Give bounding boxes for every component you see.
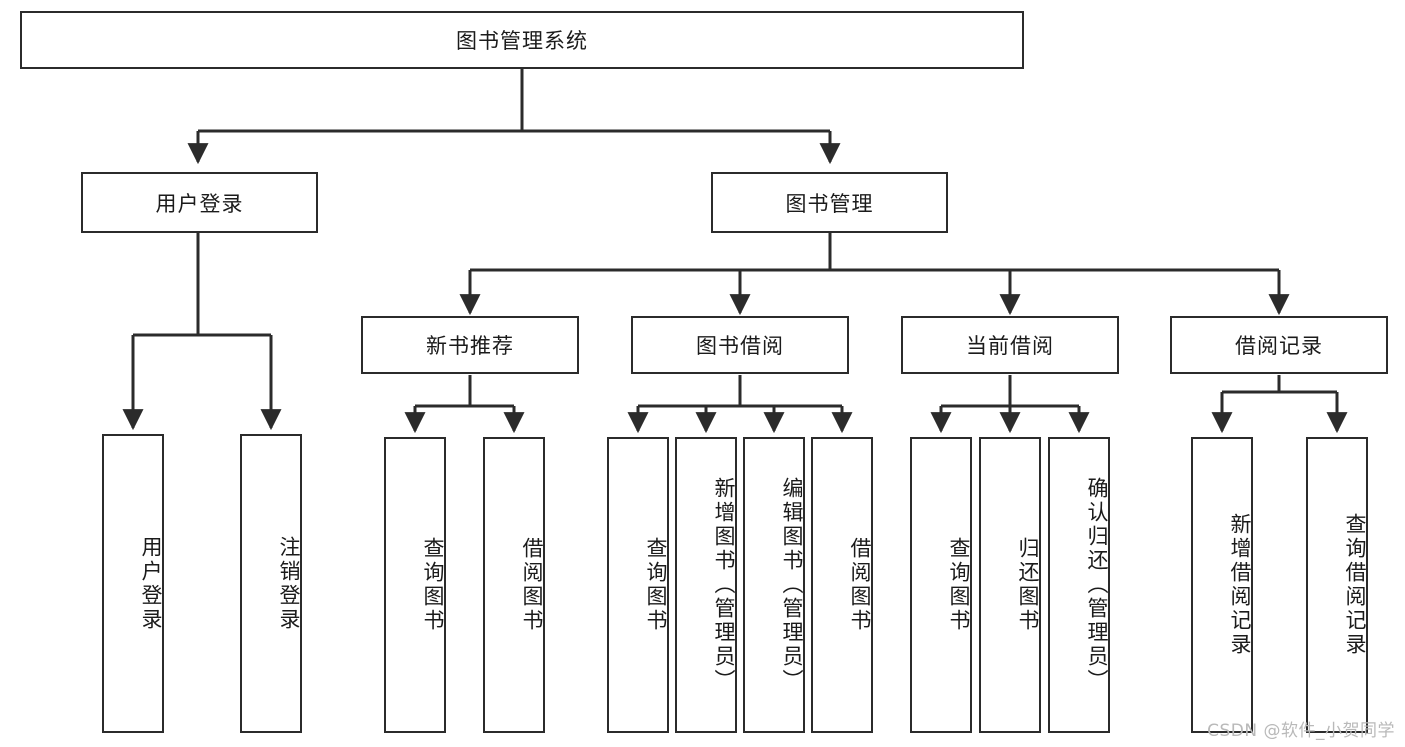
node-label: 新增借阅记录	[1228, 513, 1252, 657]
node-label: 图书借阅	[696, 334, 784, 358]
node-label: 查询图书	[421, 537, 445, 633]
node-leaf-add-borrow-record[interactable]: 新增借阅记录	[1191, 437, 1253, 733]
node-user-login[interactable]: 用户登录	[81, 172, 318, 233]
node-new-book-recommendation[interactable]: 新书推荐	[361, 316, 579, 374]
node-label: 编辑图书（管理员）	[780, 477, 804, 693]
node-label: 借阅图书	[520, 537, 544, 633]
node-leaf-edit-book[interactable]: 编辑图书（管理员）	[743, 437, 805, 733]
node-label: 用户登录	[139, 535, 163, 632]
node-label: 图书管理	[785, 191, 874, 216]
node-current-borrowing[interactable]: 当前借阅	[901, 316, 1119, 374]
node-leaf-confirm-return[interactable]: 确认归还（管理员）	[1048, 437, 1110, 733]
node-label: 图书管理系统	[456, 29, 588, 53]
node-label: 归还图书	[1016, 537, 1040, 633]
node-leaf-return-book[interactable]: 归还图书	[979, 437, 1041, 733]
node-label: 查询借阅记录	[1343, 513, 1367, 657]
node-label: 注销登录	[277, 535, 301, 632]
node-label: 查询图书	[947, 537, 971, 633]
node-borrowing-record[interactable]: 借阅记录	[1170, 316, 1388, 374]
node-label: 用户登录	[155, 191, 244, 216]
node-leaf-query-book-3[interactable]: 查询图书	[910, 437, 972, 733]
node-book-management-system[interactable]: 图书管理系统	[20, 11, 1024, 69]
node-label: 借阅记录	[1235, 334, 1323, 358]
node-leaf-borrow-book-1[interactable]: 借阅图书	[483, 437, 545, 733]
node-leaf-borrow-book-2[interactable]: 借阅图书	[811, 437, 873, 733]
node-leaf-logout[interactable]: 注销登录	[240, 434, 302, 733]
node-label: 查询图书	[644, 537, 668, 633]
node-label: 借阅图书	[848, 537, 872, 633]
node-label: 当前借阅	[966, 334, 1054, 358]
node-label: 确认归还（管理员）	[1085, 477, 1109, 693]
node-leaf-user-login[interactable]: 用户登录	[102, 434, 164, 733]
node-leaf-query-borrow-record[interactable]: 查询借阅记录	[1306, 437, 1368, 733]
node-book-management[interactable]: 图书管理	[711, 172, 948, 233]
node-label: 新增图书（管理员）	[712, 477, 736, 693]
node-leaf-add-book[interactable]: 新增图书（管理员）	[675, 437, 737, 733]
watermark: CSDN @软件_小贺同学	[1207, 721, 1395, 741]
node-leaf-query-book-2[interactable]: 查询图书	[607, 437, 669, 733]
node-book-borrowing[interactable]: 图书借阅	[631, 316, 849, 374]
node-label: 新书推荐	[426, 334, 514, 358]
node-leaf-query-book-1[interactable]: 查询图书	[384, 437, 446, 733]
